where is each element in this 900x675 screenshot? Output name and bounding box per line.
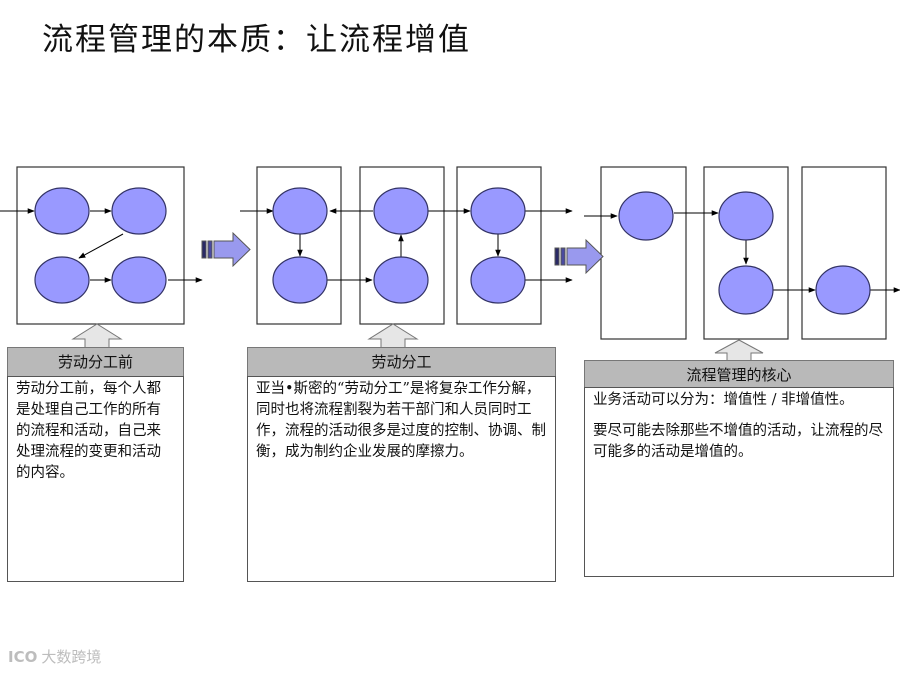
watermark-logo-icon: ICO [8,648,38,666]
panel-text: 业务活动可以分为：增值性 / 非增值性。 [593,392,854,408]
process-node [718,265,774,315]
process-node [111,187,167,235]
process-node [272,256,328,304]
up-arrow [71,323,764,362]
transition-arrow [554,238,604,275]
panel-text: 要尽可能去除那些不增值的活动，让流程的尽可能多的活动是增值的。 [593,423,883,460]
process-node [272,187,328,235]
watermark-text: 大数跨境 [41,648,102,666]
page-title: 流程管理的本质：让流程增值 [42,22,471,58]
process-node [718,191,774,241]
process-node [470,256,526,304]
caption-process-core: 流程管理的核心 [584,360,894,388]
process-box-before-division [16,166,185,325]
caption-division-of-labor: 劳动分工 [247,347,556,377]
process-node [111,256,167,304]
process-node [34,256,90,304]
caption-before-division: 劳动分工前 [7,347,184,377]
panel-division-of-labor: 亚当•斯密的“劳动分工”是将复杂工作分解，同时也将流程割裂为若干部门和人员同时工… [247,376,556,582]
process-node [373,187,429,235]
process-node [618,191,674,241]
process-node [815,265,871,315]
panel-process-core: 业务活动可以分为：增值性 / 非增值性。 要尽可能去除那些不增值的活动，让流程的… [584,387,894,577]
panel-text: 亚当•斯密的“劳动分工”是将复杂工作分解，同时也将流程割裂为若干部门和人员同时工… [256,381,546,460]
transition-arrow [201,231,251,268]
panel-text: 劳动分工前，每个人都是处理自己工作的所有的流程和活动，自己来处理流程的变更和活动… [16,381,161,481]
process-node [373,256,429,304]
process-node [470,187,526,235]
process-node [34,187,90,235]
panel-before-division: 劳动分工前，每个人都是处理自己工作的所有的流程和活动，自己来处理流程的变更和活动… [7,376,184,582]
